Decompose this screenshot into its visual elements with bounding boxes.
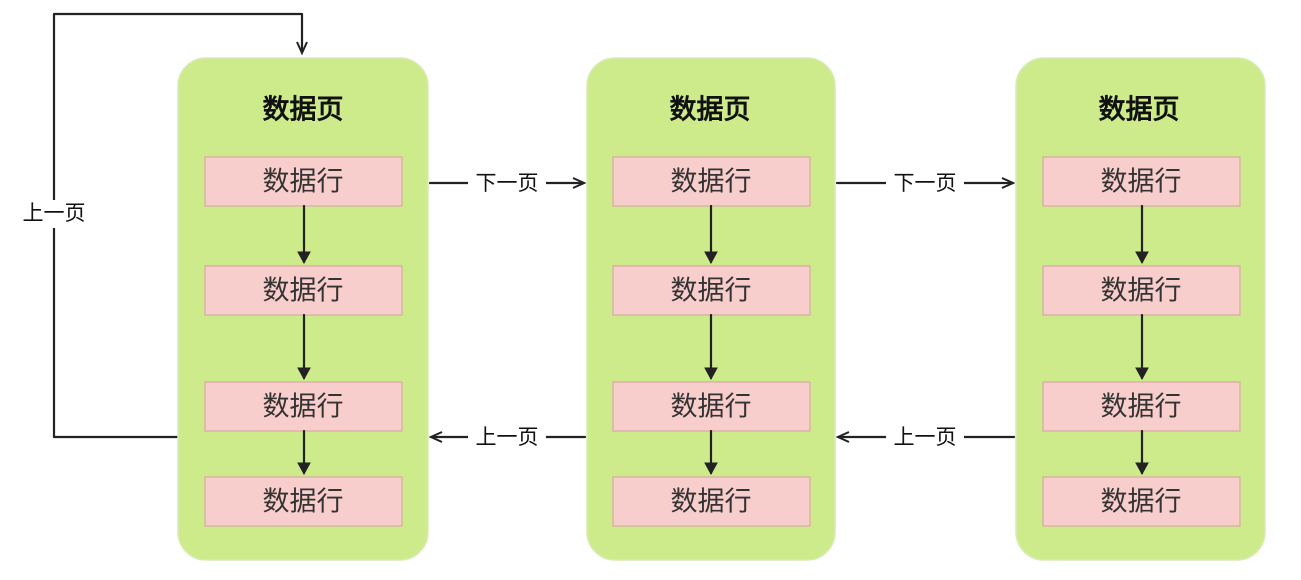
data-row-3-3-label: 数据行 xyxy=(1101,392,1182,423)
prev-page-loop-label: 上一页 xyxy=(23,201,86,225)
data-row-3-4-label: 数据行 xyxy=(1101,487,1182,518)
data-row-3-2-box xyxy=(1042,265,1241,316)
data-row-3-1-label: 数据行 xyxy=(1101,167,1182,198)
prev-page-3-to-2-label: 上一页 xyxy=(894,425,957,449)
next-page-1-to-2-label: 下一页 xyxy=(476,171,539,195)
next-1-label-bg xyxy=(468,171,546,197)
next-2-label-bg xyxy=(886,171,964,197)
prev-page-2-to-1-label: 上一页 xyxy=(476,425,539,449)
data-row-1-1-label: 数据行 xyxy=(263,167,344,198)
data-row-2-2-label: 数据行 xyxy=(671,276,752,307)
prev-1-label-bg xyxy=(468,425,546,451)
data-page-2-title: 数据页 xyxy=(670,95,751,126)
data-row-2-4-box xyxy=(612,476,811,527)
data-row-2-1-label: 数据行 xyxy=(671,167,752,198)
data-row-3-2-label: 数据行 xyxy=(1101,276,1182,307)
data-row-3-3-box xyxy=(1042,381,1241,432)
prev-page-loop-edge xyxy=(52,12,302,439)
data-page-2: 数据页 数据行 数据行 数据行 数据行 xyxy=(586,57,836,561)
data-row-2-1-box xyxy=(612,156,811,207)
data-row-1-4-box xyxy=(204,476,403,527)
data-row-2-4-label: 数据行 xyxy=(671,487,752,518)
next-page-2-to-3-label: 下一页 xyxy=(894,171,957,195)
data-row-2-3-box xyxy=(612,381,811,432)
data-row-1-2-label: 数据行 xyxy=(263,276,344,307)
prev-2-label-bg xyxy=(886,425,964,451)
data-row-1-4-label: 数据行 xyxy=(263,487,344,518)
data-row-1-3-box xyxy=(204,381,403,432)
data-row-3-1-box xyxy=(1042,156,1241,207)
prev-loop-label-bg xyxy=(14,200,94,228)
data-page-3: 数据页 数据行 数据行 数据行 数据行 xyxy=(1015,57,1266,561)
data-page-1: 数据页 数据行 数据行 数据行 数据行 xyxy=(177,57,429,561)
data-row-1-3-label: 数据行 xyxy=(263,392,344,423)
data-row-3-4-box xyxy=(1042,476,1241,527)
data-page-3-title: 数据页 xyxy=(1099,95,1180,126)
data-row-2-3-label: 数据行 xyxy=(671,392,752,423)
data-row-1-2-box xyxy=(204,265,403,316)
data-page-1-title: 数据页 xyxy=(263,95,344,126)
